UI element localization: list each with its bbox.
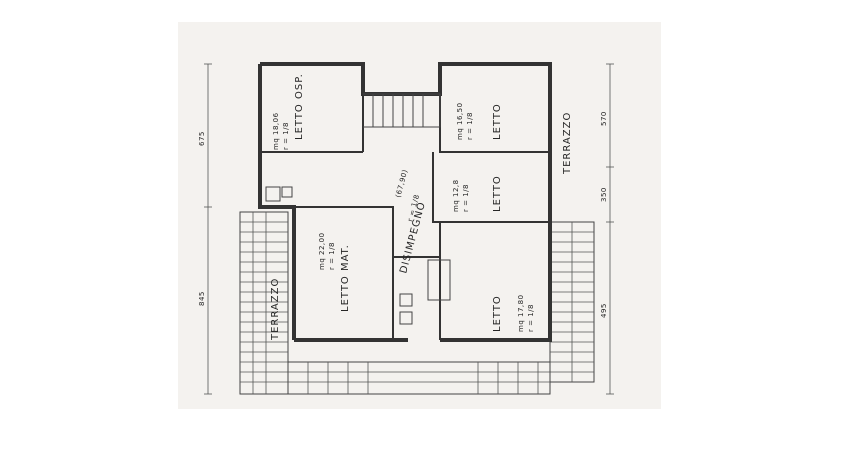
room-ratio-letto-mid: r = 1/8 — [462, 184, 470, 212]
room-area-letto-mat: mq 22,00 — [318, 232, 326, 270]
stairs — [363, 93, 441, 128]
floor-plan-sheet: LETTO OSP. mq 18,06 r = 1/8 LETTO mq 16,… — [178, 22, 661, 409]
room-label-letto-ne: LETTO — [492, 103, 503, 140]
west-terrace-hatch — [239, 211, 289, 395]
room-label-letto-osp: LETTO OSP. — [294, 73, 305, 140]
room-label-letto-mat: LETTO MAT. — [340, 244, 351, 312]
terrace-label-west: TERRAZZO — [270, 278, 281, 341]
room-area-letto-se: mq 17,80 — [517, 294, 525, 332]
room-area-letto-mid: mq 12,8 — [452, 179, 460, 212]
dim-left-bottom: 845 — [198, 291, 206, 306]
terrace-label-east: TERRAZZO — [562, 112, 573, 175]
bathroom-fixtures — [265, 186, 451, 325]
room-ratio-letto-se: r = 1/8 — [527, 304, 535, 332]
dim-left-top: 675 — [198, 131, 206, 146]
east-terrace-hatch — [549, 221, 595, 383]
room-label-letto-mid: LETTO — [492, 175, 503, 212]
south-terrace-hatch — [287, 361, 551, 395]
room-area-letto-ne: mq 16,50 — [456, 102, 464, 140]
dim-right-bottom: 495 — [600, 303, 608, 318]
dim-right-top: 570 — [600, 111, 608, 126]
room-ratio-letto-ne: r = 1/8 — [466, 112, 474, 140]
dimension-lines — [204, 63, 614, 395]
dim-right-mid: 350 — [600, 187, 608, 202]
room-area-disimpegno: (67,90) — [394, 168, 409, 198]
room-ratio-letto-osp: r = 1/8 — [282, 122, 290, 150]
room-ratio-letto-mat: r = 1/8 — [328, 242, 336, 270]
room-label-letto-se: LETTO — [492, 295, 503, 332]
room-area-letto-osp: mq 18,06 — [272, 112, 280, 150]
floor-plan-drawing: LETTO OSP. mq 18,06 r = 1/8 LETTO mq 16,… — [198, 62, 614, 395]
